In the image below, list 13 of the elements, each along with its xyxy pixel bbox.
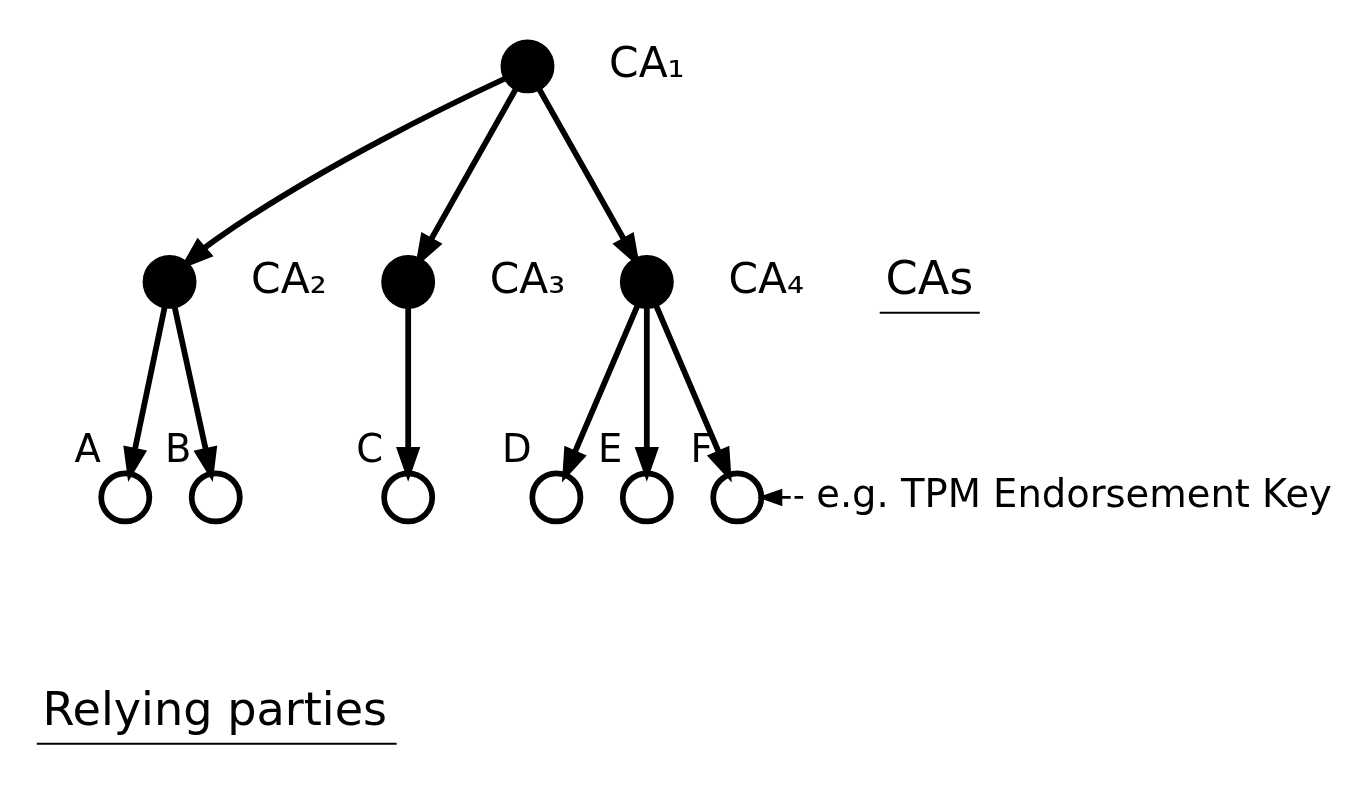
node-label: F: [690, 425, 713, 471]
node-text: e.g. TPM Endorsement Key: [816, 470, 1332, 516]
node-label: D: [502, 425, 532, 471]
node-label: B: [165, 425, 192, 471]
node-label: E: [598, 425, 623, 471]
node-label: C: [356, 425, 384, 471]
node-label: A: [74, 425, 101, 471]
label: Relying parties: [42, 681, 388, 736]
node-label: CA₄: [728, 253, 804, 303]
node-label: CA₁: [609, 37, 685, 87]
node-label: CA₂: [251, 253, 327, 303]
node-label: CA₃: [489, 253, 566, 303]
label: CAs: [885, 250, 974, 305]
